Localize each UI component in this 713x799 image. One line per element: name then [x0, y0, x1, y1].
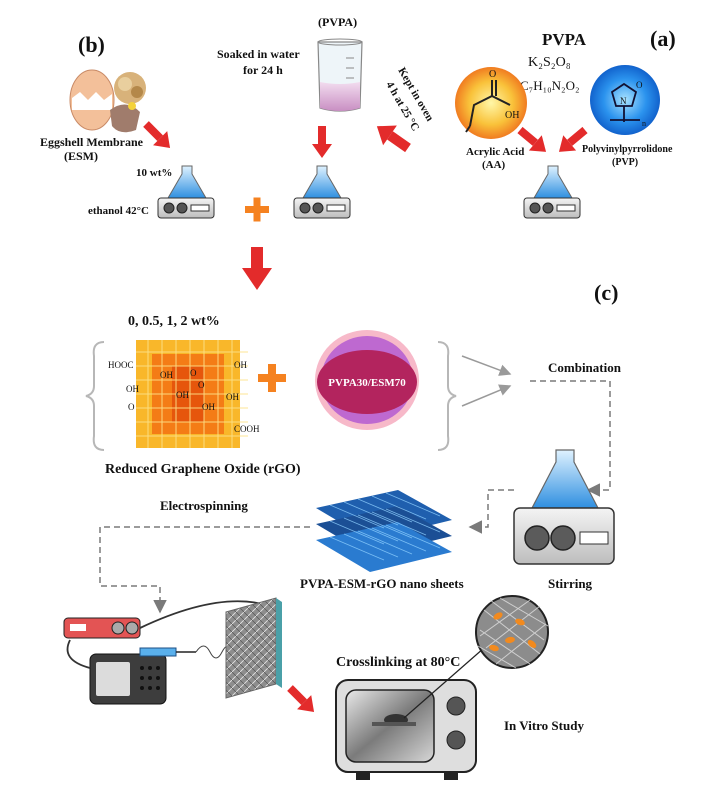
- blend-label: PVPA30/ESM70: [328, 377, 406, 389]
- ethanol-label: ethanol 42°C: [88, 205, 149, 217]
- in-vitro-label: In Vitro Study: [504, 718, 584, 733]
- nanosheet-stack: [316, 490, 452, 572]
- dashed-path-combination-to-stirring: [530, 380, 611, 497]
- esm-label-line2: (ESM): [64, 149, 98, 163]
- esm-label-line1: Eggshell Membrane: [40, 135, 144, 149]
- pvpa-title: PVPA: [542, 30, 587, 49]
- rgo-group: O: [198, 380, 205, 390]
- acrylic-acid-label: Acrylic Acid: [466, 146, 524, 158]
- rgo-group: O: [128, 402, 135, 412]
- rgo-group: HOOC: [108, 360, 134, 370]
- pvp-molecule: N O n: [590, 65, 660, 135]
- pvpa-beaker-label: (PVPA): [318, 15, 357, 29]
- pvp-nitrogen: N: [620, 96, 627, 106]
- pvp-abbr: (PVP): [612, 157, 638, 168]
- plus-icon-top: [245, 197, 269, 222]
- panel-label-b: (b): [78, 32, 105, 57]
- arrow-esm-to-stirrer: [143, 121, 171, 149]
- rgo-group: O: [190, 368, 197, 378]
- rgo-group: OH: [202, 402, 215, 412]
- pvpa-beaker: [317, 38, 363, 112]
- stirring-label: Stirring: [548, 576, 593, 591]
- arrow-pvp-to-stirrer: [558, 126, 588, 152]
- stirrer-pvpa: [523, 165, 581, 219]
- pvp-oxygen: O: [636, 80, 643, 90]
- crosslinking-oven: [335, 647, 485, 780]
- rgo-group: COOH: [234, 424, 260, 434]
- electrospinning-setup: [63, 597, 282, 705]
- rgo-group: OH: [234, 360, 247, 370]
- dashed-path-sheets-to-electrospinning: [99, 526, 310, 614]
- stirrer-combination: [513, 449, 615, 565]
- rgo-caption: Reduced Graphene Oxide (rGO): [105, 462, 301, 477]
- rgo-group: OH: [176, 390, 189, 400]
- panel-label-a: (a): [650, 26, 676, 51]
- soak-label-line2: for 24 h: [243, 63, 283, 77]
- rgo-group: OH: [226, 392, 239, 402]
- pvp-repeat: n: [642, 119, 646, 128]
- right-brace: [437, 341, 457, 451]
- pvp-label: Polyvinylpyrrolidone: [582, 144, 673, 155]
- rgo-group: OH: [160, 370, 173, 380]
- rgo-functional-groups: HOOC OH O OH O OH OH O OH COOH OH: [108, 360, 260, 434]
- arrow-beaker-down: [312, 126, 332, 158]
- stirrer-esm: [157, 165, 215, 219]
- combination-label: Combination: [548, 360, 622, 375]
- acrylic-acid-molecule: O OH: [455, 67, 527, 139]
- panel-label-c: (c): [594, 280, 618, 305]
- initiator-formula: K₂S₂O₈: [528, 55, 571, 70]
- rgo-sheet: [136, 340, 248, 448]
- arrow-to-crosslinking: [287, 685, 315, 713]
- soak-label-line1: Soaked in water: [217, 47, 300, 61]
- aa-oxygen: O: [489, 69, 496, 80]
- dashed-path-stirring-to-sheets: [468, 489, 514, 534]
- acrylic-acid-abbr: (AA): [482, 159, 506, 171]
- left-brace: [85, 341, 105, 451]
- arrow-down-main: [242, 247, 272, 290]
- arrow-a-to-soak: [376, 125, 411, 153]
- stirrer-pvpa-soak: [293, 165, 351, 219]
- aa-hydroxyl: OH: [505, 110, 519, 121]
- rgo-group: OH: [126, 384, 139, 394]
- eggshell-image: [69, 69, 146, 133]
- pvp-formula: C₇H₁₀N₂O₂: [520, 78, 580, 93]
- zoom-in-vitro: [475, 595, 549, 669]
- crosslinking-label: Crosslinking at 80°C: [336, 655, 460, 670]
- concentration-label: 0, 0.5, 1, 2 wt%: [128, 314, 220, 329]
- nanosheet-caption: PVPA-ESM-rGO nano sheets: [300, 576, 464, 591]
- esm-wt-label: 10 wt%: [136, 167, 172, 179]
- arrow-aa-to-stirrer: [517, 126, 547, 152]
- combination-arrows: [461, 355, 512, 407]
- blend-circle: PVPA30/ESM70: [315, 330, 419, 430]
- electrospinning-label: Electrospinning: [160, 498, 248, 513]
- plus-icon-middle: [258, 364, 286, 392]
